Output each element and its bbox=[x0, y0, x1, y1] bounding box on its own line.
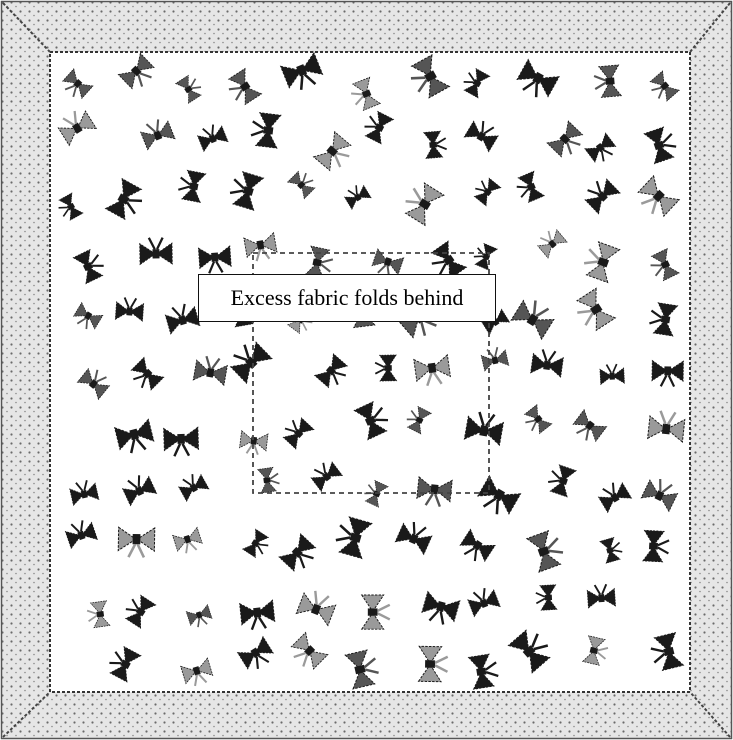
fold-callout-label: Excess fabric folds behind bbox=[198, 274, 496, 322]
